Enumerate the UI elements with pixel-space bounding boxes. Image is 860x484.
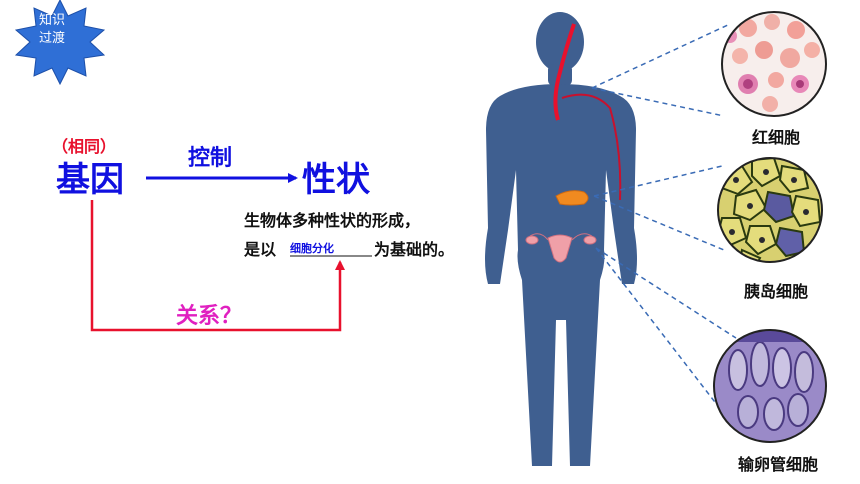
badge-line1: 知识 [38,13,65,28]
badge-line2: 过渡 [38,31,65,46]
relation-path [90,200,345,332]
badge-star-shape [14,0,106,86]
relation-question: 关系？ [176,304,243,329]
control-label: 控制 [188,146,233,171]
callout-lines [591,23,739,433]
description-suffix: 为基础的。 [374,240,455,259]
red-blood-cell-caption: 红细胞 [751,128,800,147]
description-blank-answer: 细胞分化 [290,242,334,255]
description-prefix: 是以 [244,240,277,259]
uterus-organ [525,233,597,263]
pancreas-organ [555,190,589,206]
blood-vessel [553,23,576,121]
trait-label: 性状 [302,160,370,200]
islet-cell-image [717,157,823,263]
islet-cell-caption: 胰岛细胞 [743,282,808,301]
badge: 知识 过渡 [22,12,82,48]
gene-label: 基因 [56,160,124,200]
oviduct-cell-caption: 输卵管细胞 [737,455,818,474]
description-line1: 生物体多种性状的形成， [244,211,421,230]
oviduct-cell-image [713,329,827,443]
gene-qualifier: （相同） [52,137,117,156]
red-blood-cell-image [721,11,827,117]
